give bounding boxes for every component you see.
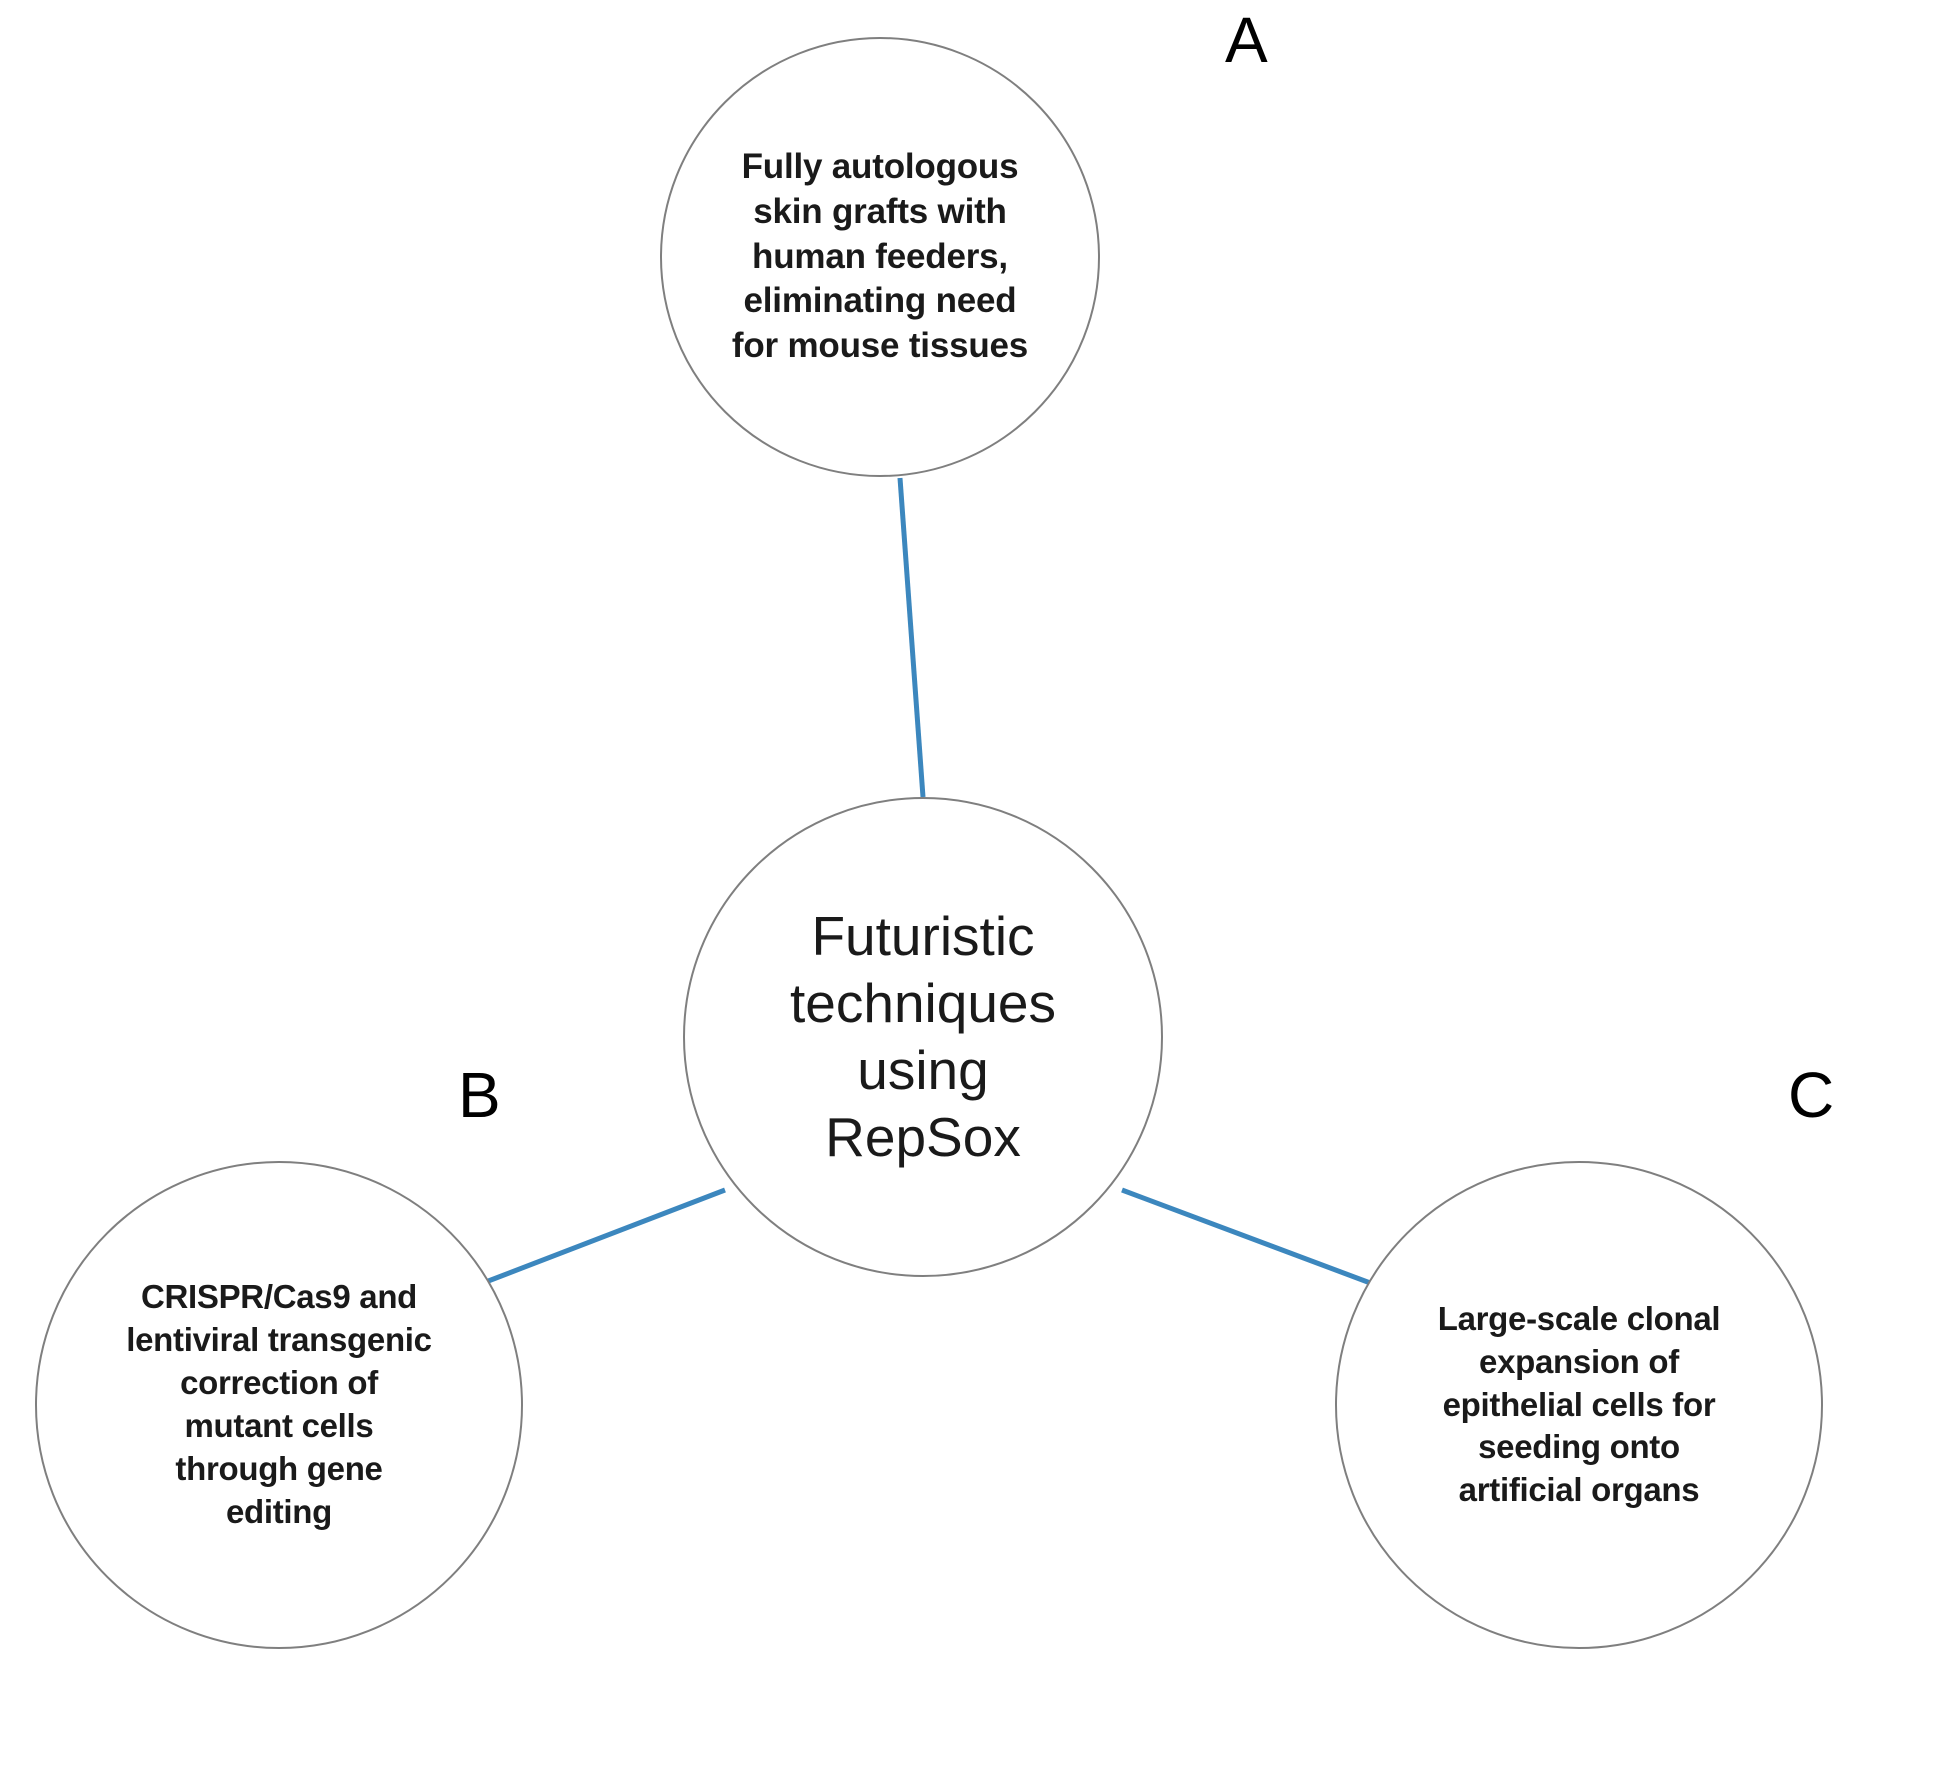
panel-label-c: C bbox=[1788, 1059, 1835, 1131]
node-c-text: Large-scale clonal expansion of epitheli… bbox=[1437, 1299, 1721, 1509]
node-a-text: Fully autologous skin grafts with human … bbox=[731, 147, 1029, 366]
node-circle-b[interactable]: CRISPR/Cas9 and lentiviral transgenic co… bbox=[35, 1161, 523, 1649]
connector-center-to-a bbox=[897, 477, 926, 798]
node-circle-a[interactable]: Fully autologous skin grafts with human … bbox=[660, 37, 1100, 477]
center-node-text: Futuristic techniques using RepSox bbox=[789, 904, 1057, 1169]
node-circle-c[interactable]: Large-scale clonal expansion of epitheli… bbox=[1335, 1161, 1823, 1649]
connector-center-to-c bbox=[1121, 1187, 1390, 1293]
node-b-text: CRISPR/Cas9 and lentiviral transgenic co… bbox=[126, 1278, 432, 1530]
panel-label-b: B bbox=[458, 1059, 501, 1131]
connector-center-to-b bbox=[469, 1187, 726, 1291]
node-circle-center[interactable]: Futuristic techniques using RepSox bbox=[683, 797, 1163, 1277]
panel-label-a: A bbox=[1225, 4, 1268, 76]
